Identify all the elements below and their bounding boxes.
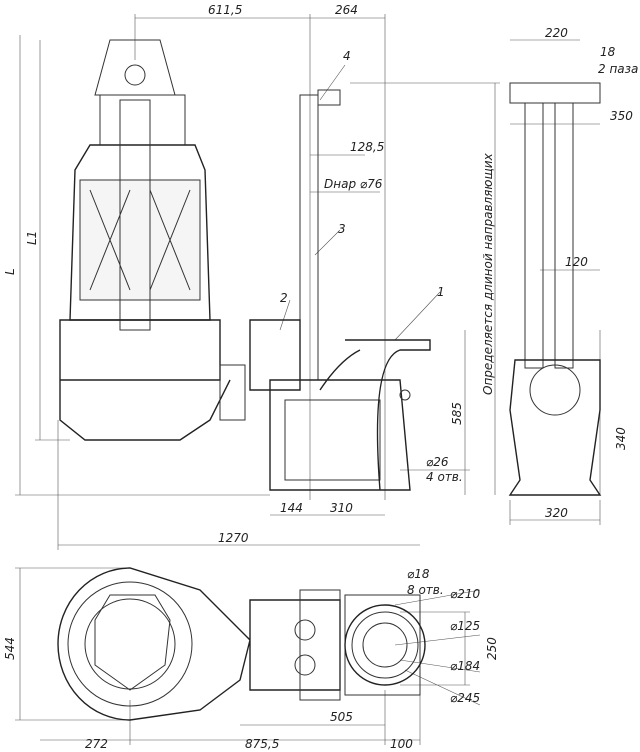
label-dims-holes8: 8 отв. (407, 583, 444, 597)
front-view (508, 82, 602, 496)
label-dims-p210: ⌀210 (450, 587, 480, 601)
label-dims-d272: 272 (85, 737, 108, 751)
label-callouts-c2: 2 (280, 291, 288, 305)
label-dims-slots2: 2 паза (598, 62, 638, 76)
plan-view (57, 567, 426, 721)
label-dims-d250: 250 (485, 637, 499, 660)
guide-rail-assembly (249, 89, 431, 491)
label-dims-d350: 350 (610, 109, 633, 123)
label-dims-p184: ⌀184 (450, 659, 480, 673)
label-dims-d128: 128,5 (350, 140, 384, 154)
label-dims-d320: 320 (545, 506, 568, 520)
label-callouts-c1: 1 (437, 285, 445, 299)
label-dims-dnar: Dнар ⌀76 (324, 177, 383, 191)
label-dims-d310: 310 (330, 501, 353, 515)
label-dims-d1270: 1270 (218, 531, 249, 545)
label-dims-d585: 585 (450, 402, 464, 425)
label-dims-p245: ⌀245 (450, 691, 480, 705)
label-dims-d220: 220 (545, 26, 568, 40)
label-dims-p125: ⌀125 (450, 619, 480, 633)
label-dims-d544: 544 (3, 637, 17, 660)
label-dims-holes4: 4 отв. (426, 470, 463, 484)
label-callouts-c3: 3 (338, 222, 346, 236)
label-dims-d340: 340 (614, 427, 628, 450)
label-dims-L: L (3, 268, 17, 275)
dimension-lines (15, 14, 601, 745)
label-dims-d505: 505 (330, 710, 353, 724)
label-dims-d144: 144 (280, 501, 303, 515)
label-dims-d120: 120 (565, 255, 588, 269)
label-dims-d875: 875,5 (245, 737, 279, 751)
label-dims-d18: 18 (600, 45, 616, 59)
pump-side-view (59, 39, 246, 441)
label-dims-L1: L1 (25, 231, 39, 245)
label-dims-p18: ⌀18 (407, 567, 430, 581)
label-callouts-c4: 4 (343, 49, 351, 63)
label-dims-d26: ⌀26 (426, 455, 449, 469)
label-dims-d611: 611,5 (208, 3, 242, 17)
label-dims-rail-note: Определяется длиной направляющих (481, 152, 495, 395)
label-dims-d264: 264 (335, 3, 358, 17)
label-dims-d100: 100 (390, 737, 413, 751)
